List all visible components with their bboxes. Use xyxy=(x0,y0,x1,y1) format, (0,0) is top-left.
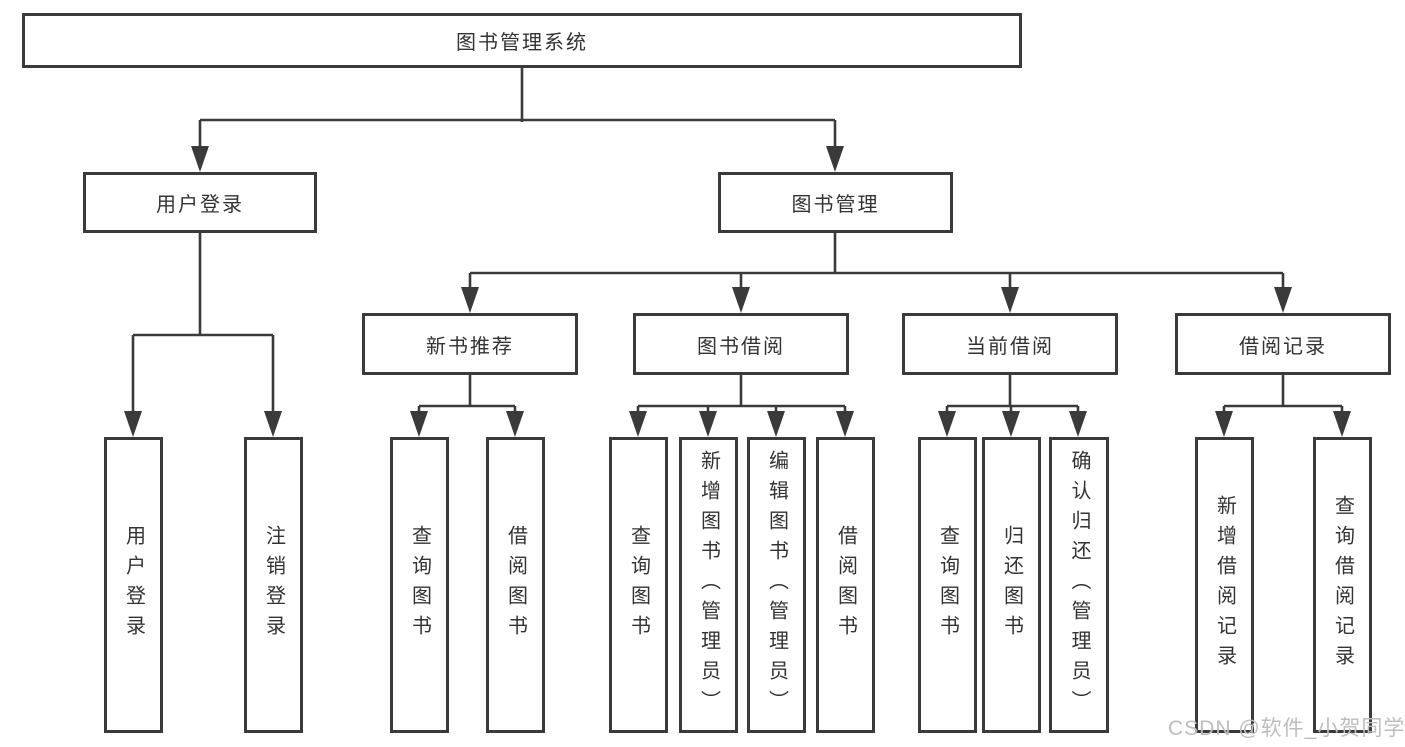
node-borrowing-records: 借阅记录 xyxy=(1175,313,1391,375)
node-new-book-recommendation: 新书推荐 xyxy=(362,313,578,375)
leaf-user-login: 用户登录 xyxy=(104,437,163,733)
node-library-management-system: 图书管理系统 xyxy=(22,13,1022,68)
node-current-borrowing: 当前借阅 xyxy=(902,313,1118,375)
node-label: 查询图书 xyxy=(408,525,431,645)
node-label: 查询图书 xyxy=(627,525,650,645)
node-label: 查询图书 xyxy=(936,525,959,645)
csdn-watermark: CSDN @软件_小贺同学 xyxy=(1168,717,1405,740)
node-label: 图书管理系统 xyxy=(456,32,588,54)
node-label: 新增图书（管理员） xyxy=(697,450,720,720)
leaf-borrow-books-borrowing: 借阅图书 xyxy=(816,437,875,733)
leaf-query-books-borrowing: 查询图书 xyxy=(609,437,668,733)
node-label: 当前借阅 xyxy=(966,335,1054,358)
leaf-add-books-admin: 新增图书（管理员） xyxy=(679,437,738,733)
node-label: 借阅记录 xyxy=(1239,335,1327,358)
node-label: 图书管理 xyxy=(791,194,880,216)
node-label: 注销登录 xyxy=(262,525,285,645)
leaf-confirm-return-admin: 确认归还（管理员） xyxy=(1049,437,1109,733)
leaf-query-books-recommend: 查询图书 xyxy=(390,437,449,733)
node-label: 图书借阅 xyxy=(697,335,785,358)
leaf-add-borrow-record: 新增借阅记录 xyxy=(1195,437,1254,733)
node-label: 新书推荐 xyxy=(426,335,514,358)
node-label: 借阅图书 xyxy=(504,525,527,645)
leaf-query-borrow-record: 查询借阅记录 xyxy=(1313,437,1372,733)
leaf-logout-login: 注销登录 xyxy=(244,437,303,733)
node-book-borrowing: 图书借阅 xyxy=(633,313,849,375)
node-label: 确认归还（管理员） xyxy=(1068,450,1090,720)
node-label: 用户登录 xyxy=(156,194,244,216)
leaf-edit-books-admin: 编辑图书（管理员） xyxy=(747,437,806,733)
node-book-management: 图书管理 xyxy=(718,172,953,233)
node-label: 用户登录 xyxy=(122,525,145,645)
leaf-query-books-current: 查询图书 xyxy=(918,437,977,733)
node-label: 编辑图书（管理员） xyxy=(765,450,788,720)
node-label: 归还图书 xyxy=(1000,525,1023,645)
node-label: 新增借阅记录 xyxy=(1213,495,1236,675)
leaf-return-books: 归还图书 xyxy=(982,437,1041,733)
node-label: 借阅图书 xyxy=(834,525,857,645)
node-user-login: 用户登录 xyxy=(83,172,317,233)
leaf-borrow-books-recommend: 借阅图书 xyxy=(486,437,545,733)
node-label: 查询借阅记录 xyxy=(1331,495,1354,675)
